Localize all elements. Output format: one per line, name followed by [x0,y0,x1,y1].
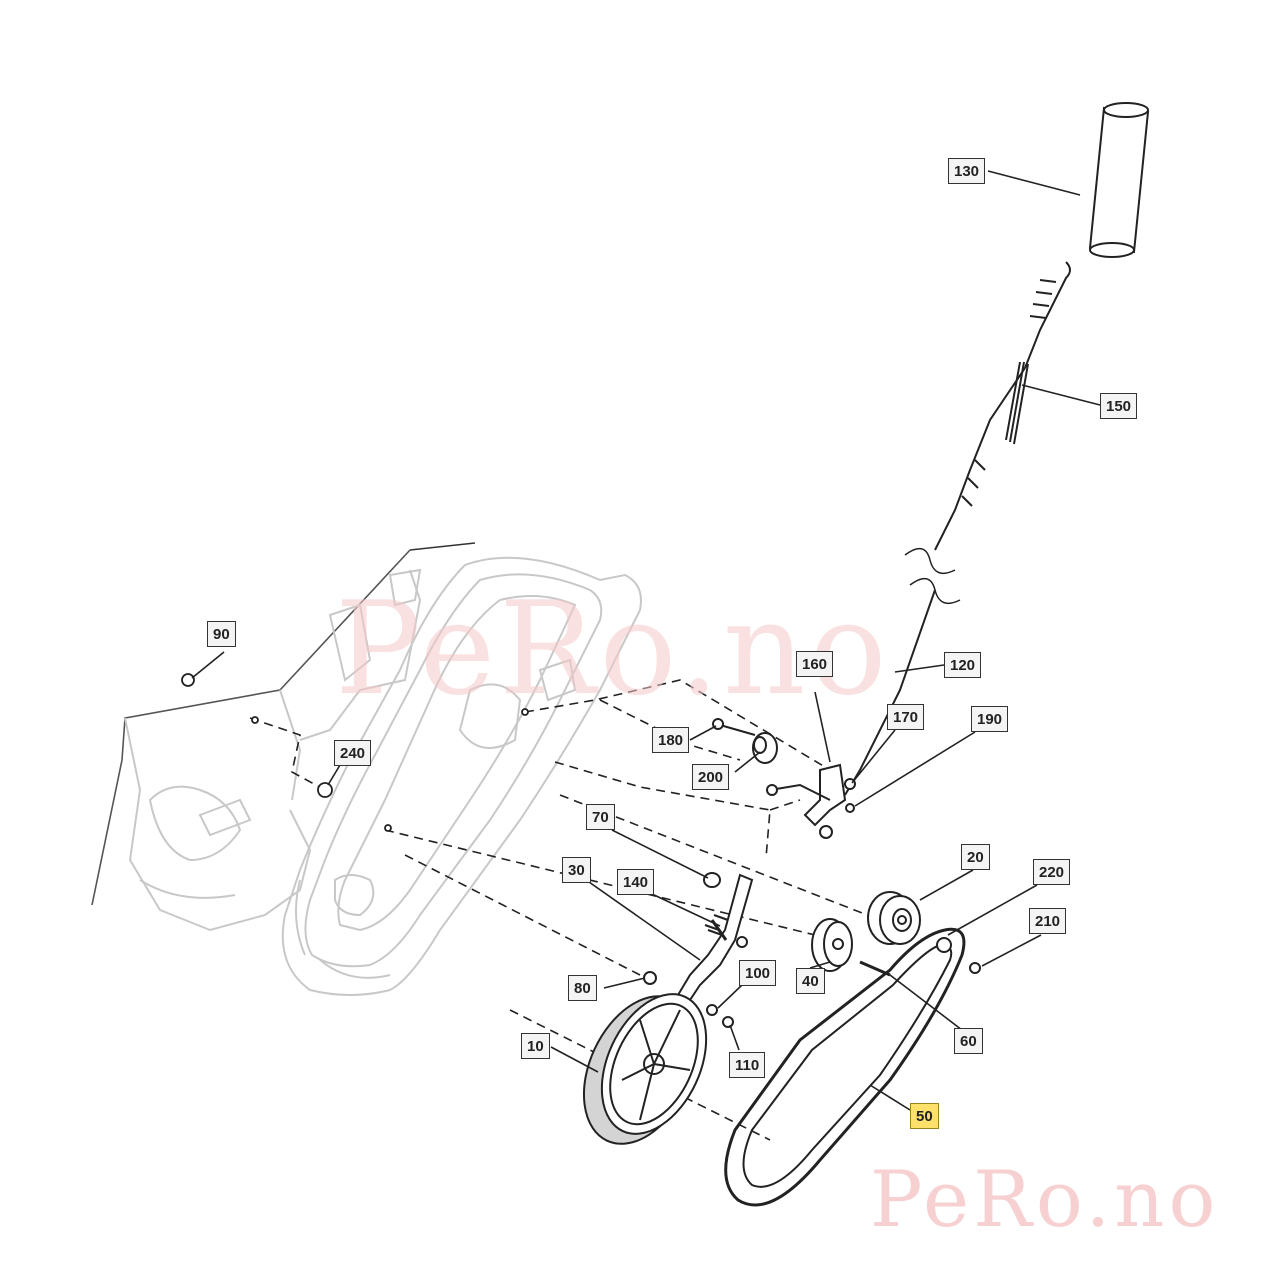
callout-130[interactable]: 130 [948,158,986,184]
assembly-lines [249,679,881,1141]
callout-20[interactable]: 20 [961,844,990,870]
callout-70[interactable]: 70 [586,804,615,830]
callout-90[interactable]: 90 [207,621,236,647]
callout-200[interactable]: 200 [692,764,730,790]
callout-190[interactable]: 190 [971,706,1009,732]
callout-140[interactable]: 140 [617,869,655,895]
tiller-housing [91,542,642,996]
callout-120[interactable]: 120 [944,652,982,678]
callout-30[interactable]: 30 [562,857,591,883]
handle-grip [1088,102,1150,258]
callout-60[interactable]: 60 [954,1028,983,1054]
callout-240[interactable]: 240 [334,740,372,766]
callout-50[interactable]: 50 [910,1103,939,1129]
fasteners [181,673,529,832]
leader-lines [191,170,1101,1111]
callout-220[interactable]: 220 [1033,859,1071,885]
callout-100[interactable]: 100 [739,960,777,986]
callout-210[interactable]: 210 [1029,908,1067,934]
callout-180[interactable]: 180 [652,727,690,753]
drive-belt [724,927,981,1207]
callout-150[interactable]: 150 [1100,393,1138,419]
large-pulley [582,993,708,1145]
callout-40[interactable]: 40 [796,968,825,994]
bolt-and-spacer [712,718,778,764]
idler-bracket [766,763,856,839]
control-cable [844,261,1071,796]
small-pulleys [811,891,921,977]
callout-80[interactable]: 80 [568,975,597,1001]
callout-160[interactable]: 160 [796,651,834,677]
callout-170[interactable]: 170 [887,704,925,730]
callout-10[interactable]: 10 [521,1033,550,1059]
callout-110[interactable]: 110 [729,1052,766,1078]
